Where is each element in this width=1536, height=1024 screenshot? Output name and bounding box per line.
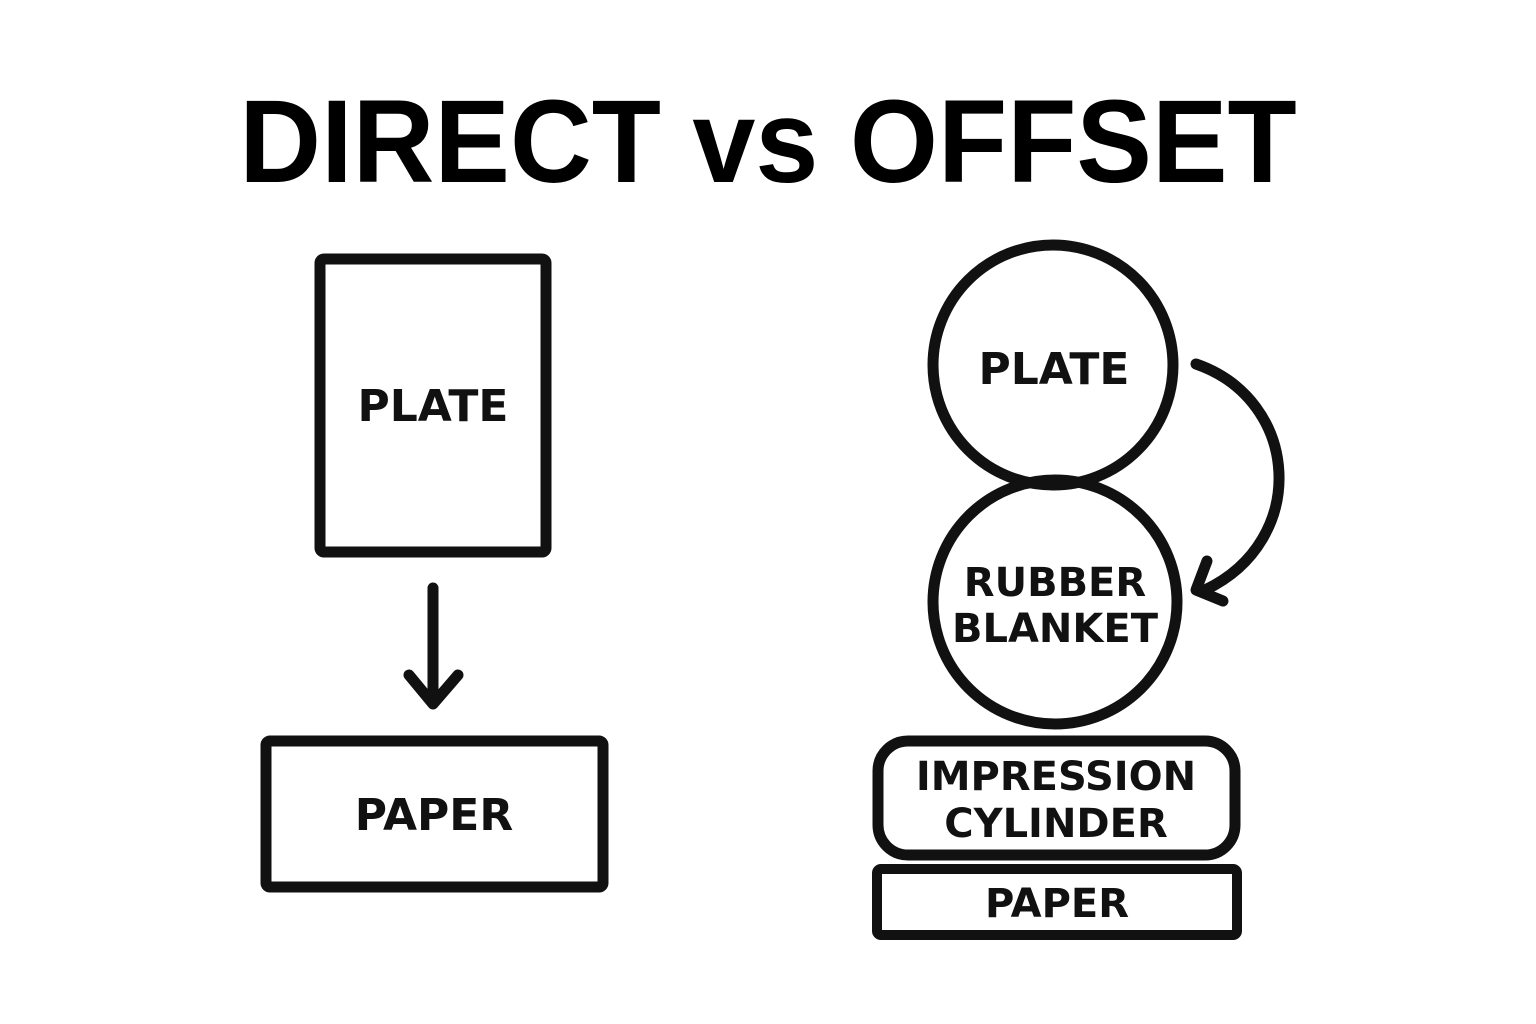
direct-paper-label: PAPER <box>355 790 513 841</box>
direct-plate-box <box>314 253 552 558</box>
impression-cylinder-box <box>872 735 1241 861</box>
offset-paper-label: PAPER <box>985 881 1129 927</box>
offset-plate-label: PLATE <box>979 344 1130 395</box>
rubber-blanket-label-line2: BLANKET <box>952 606 1159 652</box>
impression-cylinder-label-line2: CYLINDER <box>944 801 1168 847</box>
rubber-blanket-cylinder <box>927 474 1183 730</box>
down-arrow-icon <box>403 582 464 710</box>
offset-section: PLATE RUBBER BLANKET IMPRESSION CYLINDER… <box>872 239 1285 940</box>
rubber-blanket-label-line1: RUBBER <box>964 560 1146 606</box>
direct-paper-box <box>260 735 609 893</box>
direct-plate-label: PLATE <box>358 381 509 432</box>
diagram-title: DIRECT vs OFFSET <box>239 76 1297 208</box>
direct-section: PLATE PAPER <box>260 253 609 893</box>
offset-paper-box <box>872 864 1242 940</box>
impression-cylinder-label-line1: IMPRESSION <box>916 754 1196 800</box>
curved-arrow-icon <box>1190 358 1285 607</box>
